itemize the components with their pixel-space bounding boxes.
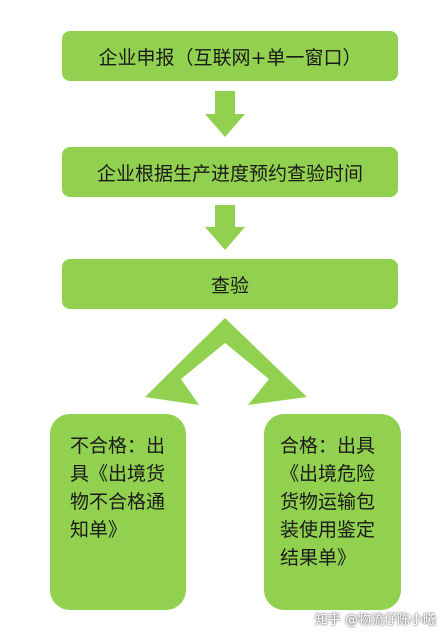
step-inspection-box: 查验 xyxy=(62,259,398,309)
result-fail-label: 不合格：出具《出境货物不合格通知单》 xyxy=(70,435,166,541)
result-pass-label: 合格：出具《出境危险货物运输包装使用鉴定结果单》 xyxy=(280,435,376,569)
watermark: 知乎 @物流仔陈小曦 xyxy=(314,613,436,628)
down-arrow-1 xyxy=(205,91,245,137)
step-schedule-label: 企业根据生产进度预约查验时间 xyxy=(96,162,363,185)
down-arrow-2 xyxy=(205,205,245,250)
result-fail-box: 不合格：出具《出境货物不合格通知单》 xyxy=(50,414,186,610)
result-pass-box: 合格：出具《出境危险货物运输包装使用鉴定结果单》 xyxy=(264,414,401,610)
step-inspection-label: 查验 xyxy=(210,274,249,297)
step-declaration-box: 企业申报（互联网+单一窗口） xyxy=(62,31,398,81)
split-arrow xyxy=(145,318,307,405)
step-schedule-box: 企业根据生产进度预约查验时间 xyxy=(62,147,398,197)
step-declaration-label: 企业申报（互联网+单一窗口） xyxy=(98,46,362,69)
